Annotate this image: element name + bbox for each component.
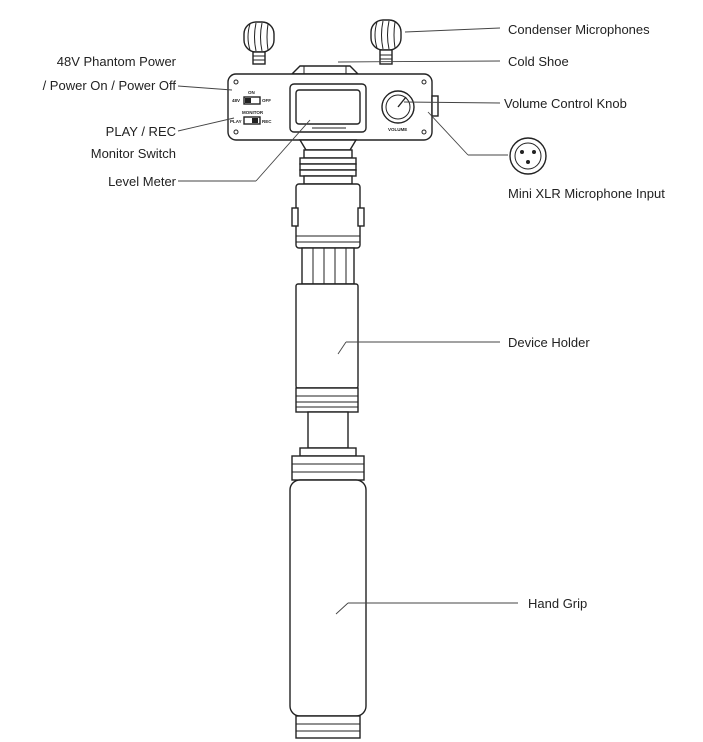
cold-shoe (290, 65, 360, 75)
right-condenser-microphone (370, 19, 402, 65)
48v-marking: 48V (232, 98, 240, 103)
monitor-marking: MONITOR (242, 110, 264, 115)
mount-thread (298, 139, 358, 185)
volume-knob: VOLUME (381, 90, 415, 132)
hand-grip (289, 455, 367, 739)
leader-condenser (404, 27, 501, 33)
leader-xlr-a (427, 111, 469, 156)
label-mini-xlr-input: Mini XLR Microphone Input (508, 186, 665, 201)
leader-cold-shoe (337, 60, 501, 63)
leader-level-b (255, 119, 311, 182)
label-device-holder: Device Holder (508, 335, 590, 350)
extension-rods (301, 247, 355, 285)
monitor-switch: MONITOR PLAY REC (230, 110, 272, 125)
leader-play-rec (177, 117, 235, 132)
label-cold-shoe: Cold Shoe (508, 54, 569, 69)
left-condenser-microphone (243, 21, 275, 65)
label-phantom-power-line1: 48V Phantom Power (57, 54, 177, 69)
label-level-meter: Level Meter (108, 174, 177, 189)
rec-marking: REC (262, 119, 272, 124)
label-play-rec-line1: PLAY / REC (106, 124, 176, 139)
leader-grip-a (335, 602, 349, 615)
label-hand-grip: Hand Grip (528, 596, 587, 611)
on-marking: ON (248, 90, 255, 95)
upper-clamp (291, 183, 365, 249)
volume-marking: VOLUME (388, 127, 407, 132)
device-holder (295, 283, 359, 413)
phantom-power-switch: ON 48V OFF (232, 90, 271, 105)
leader-volume (403, 101, 501, 104)
leader-holder-a (337, 341, 347, 355)
label-play-rec-line2: Monitor Switch (91, 146, 176, 161)
level-meter-display (289, 83, 367, 133)
leader-phantom (177, 85, 233, 91)
grip-neck (299, 411, 357, 457)
label-volume-control-knob: Volume Control Knob (504, 96, 627, 111)
off-marking: OFF (262, 98, 271, 103)
label-condenser-microphones: Condenser Microphones (508, 22, 650, 37)
mini-xlr-connector-icon (509, 137, 547, 175)
leader-lines (177, 27, 518, 615)
label-phantom-power-line2: / Power On / Power Off (43, 78, 177, 93)
play-marking: PLAY (230, 119, 242, 124)
